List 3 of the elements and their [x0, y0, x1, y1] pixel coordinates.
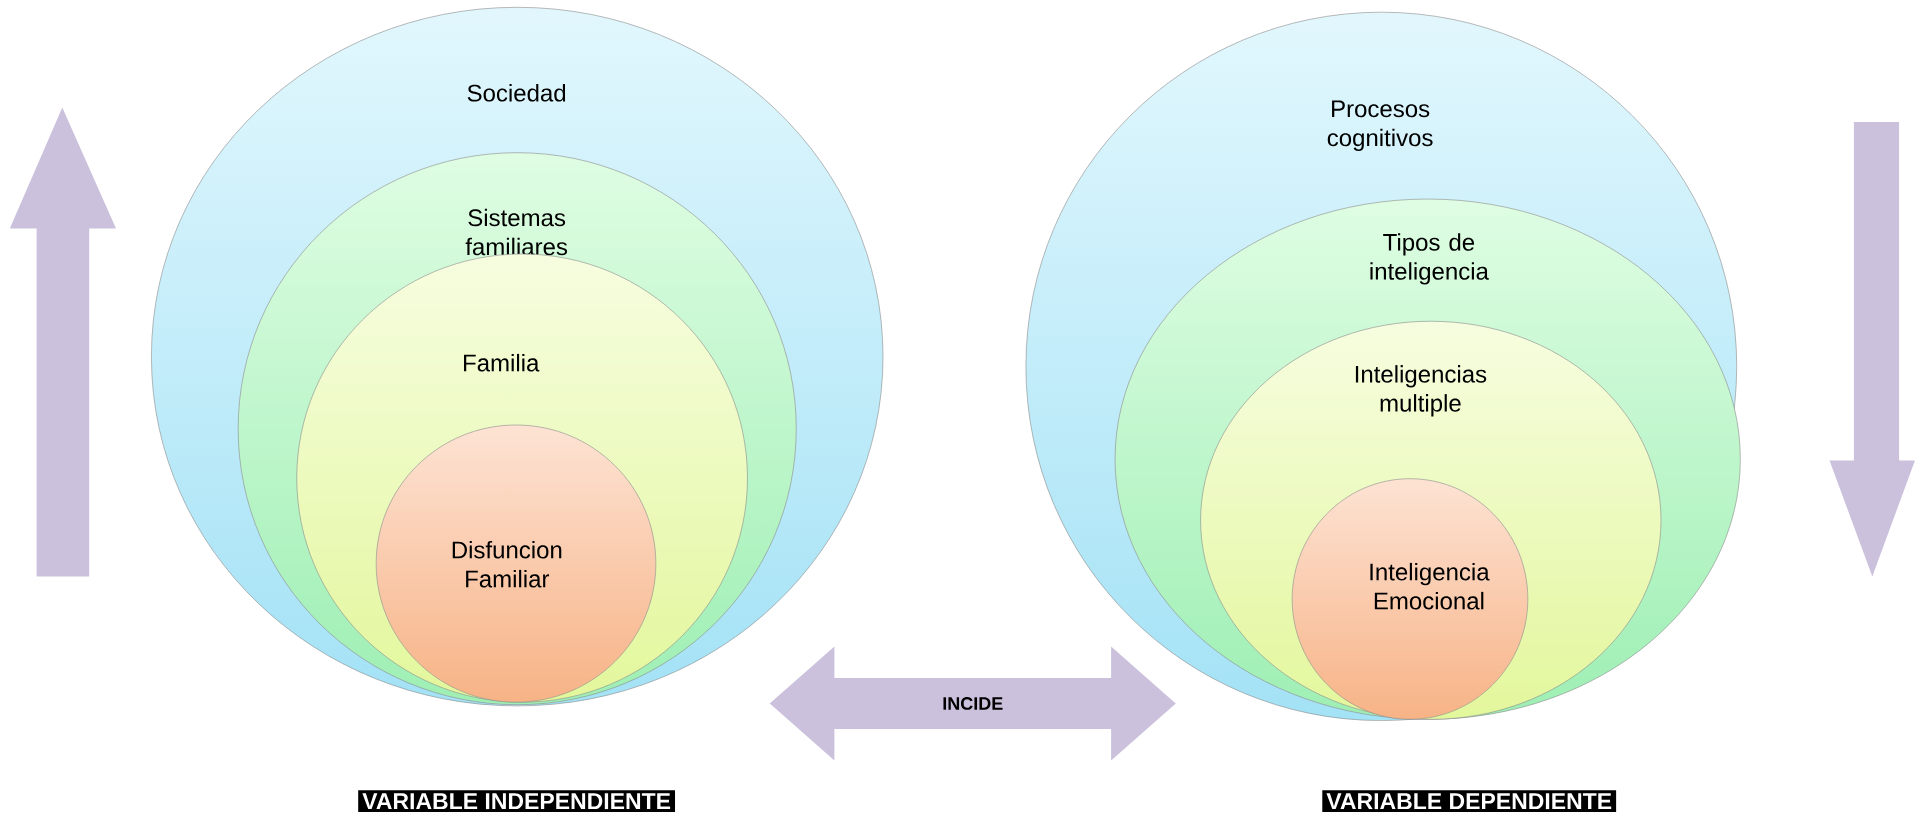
variable-label: VARIABLE DEPENDIENTE: [1322, 790, 1617, 813]
edge-label: INCIDE: [943, 697, 1003, 710]
variable-label: VARIABLE INDEPENDIENTE: [358, 790, 675, 813]
